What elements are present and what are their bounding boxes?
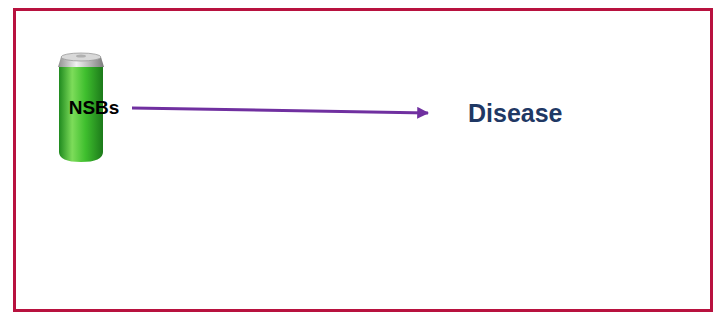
outcome-node: Disease xyxy=(428,93,618,133)
causal-arrow xyxy=(132,108,428,113)
can-lid xyxy=(61,53,101,61)
outer-frame xyxy=(13,8,713,312)
drink-can-node: NSBs xyxy=(56,52,132,164)
can-label: NSBs xyxy=(69,97,120,119)
outcome-label: Disease xyxy=(468,99,563,128)
can-tab xyxy=(76,54,86,57)
